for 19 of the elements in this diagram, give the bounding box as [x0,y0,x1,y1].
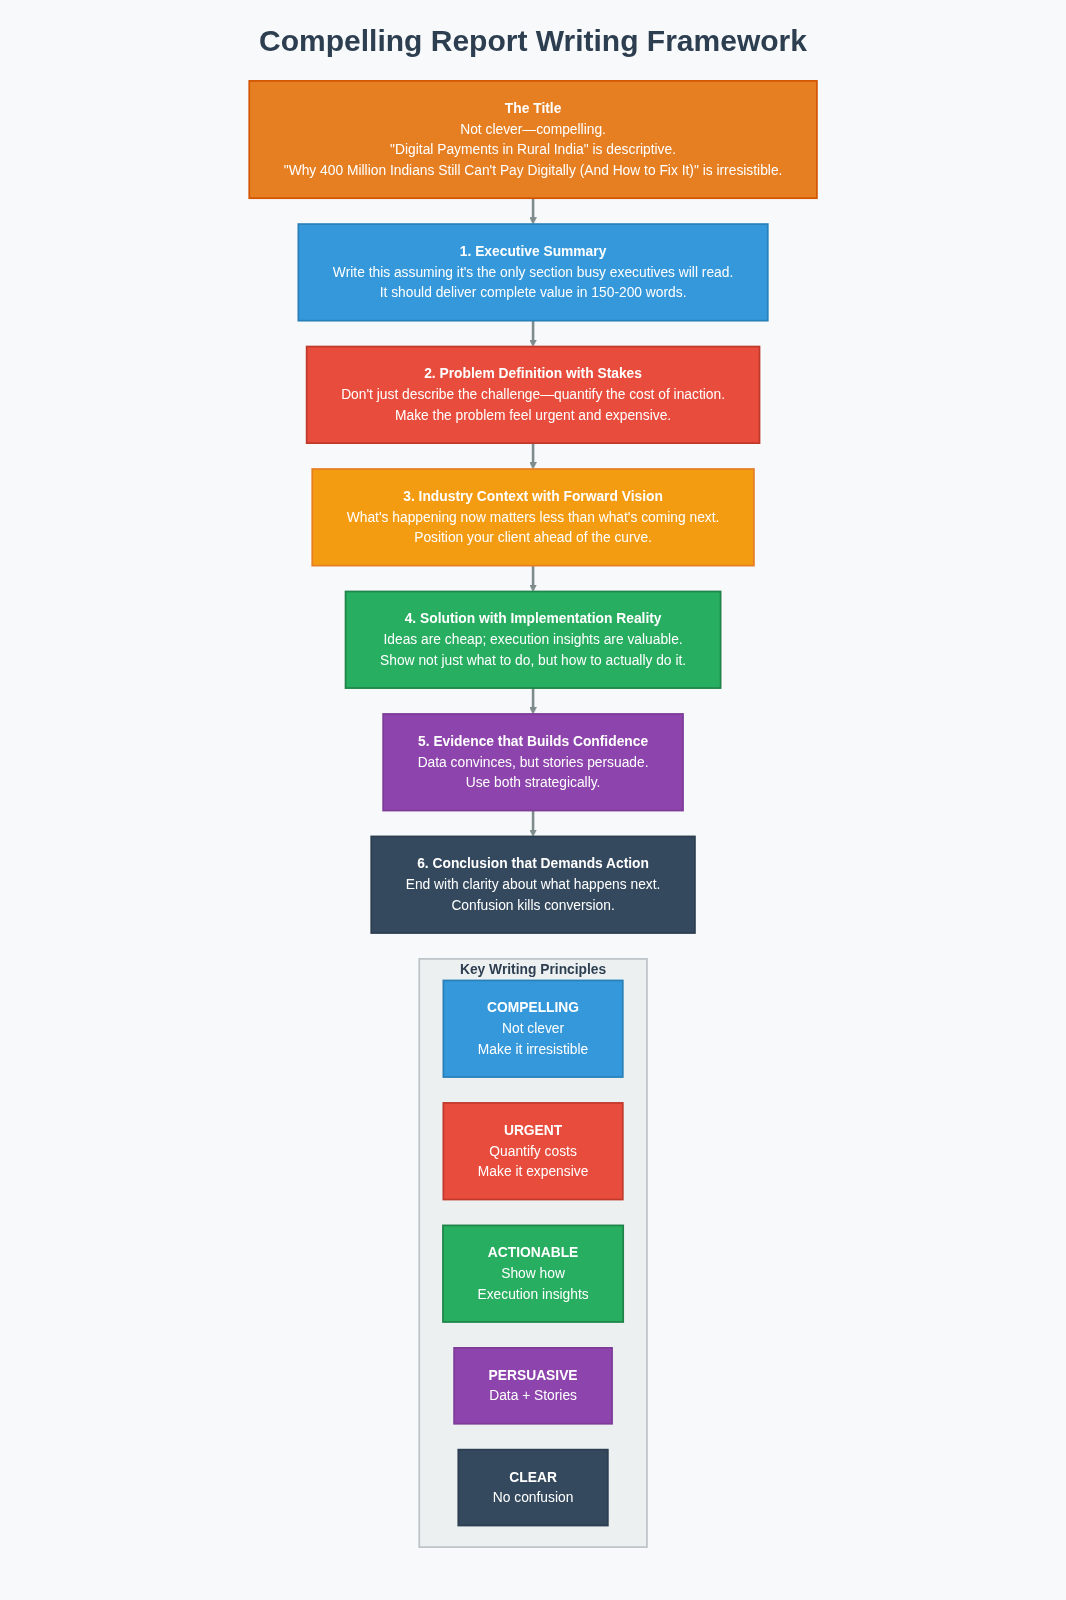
node-box: URGENT Quantify costs Make it expensive [442,1102,624,1201]
node-box: PERSUASIVE Data + Stories [453,1347,613,1425]
arrow [529,688,537,715]
arrow [529,443,537,470]
diagram-title: Compelling Report Writing Framework [258,24,808,58]
node-box: The Title Not clever—compelling. "Digital Payments in Rural India" is descriptive. "Why 400 Million Indians Still Can't Pay Digitally (And How to Fix It)" is irresistible. [248,80,818,200]
node-box: CLEAR No confusion [457,1448,609,1527]
arrow [529,198,537,225]
node-box: 3. Industry Context with Forward Vision What's happening now matters less than what's coming next. Position your client ahead of the curve. [311,468,755,567]
arrow [529,565,537,592]
node-box: 1. Executive Summary Write this assuming it's the only section busy executives will read. It should deliver complete value in 150-200 words. [297,223,769,322]
arrow [529,320,537,347]
node-box: COMPELLING Not clever Make it irresistible [442,979,624,1078]
arrow [529,810,537,837]
node-box: 2. Problem Definition with Stakes Don't just describe the challenge—quantify the cost of inaction. Make the problem feel urgent and expensive. [305,345,761,444]
node-box: ACTIONABLE Show how Execution insights [442,1224,624,1323]
node-box: 5. Evidence that Builds Confidence Data convinces, but stories persuade. Use both strategically. [382,713,684,812]
node-box: 6. Conclusion that Demands Action End with clarity about what happens next. Confusion kills conversion. [370,835,696,934]
node-box: 4. Solution with Implementation Reality Ideas are cheap; execution insights are valuable. Show not just what to do, but how to actually do it. [344,590,722,689]
